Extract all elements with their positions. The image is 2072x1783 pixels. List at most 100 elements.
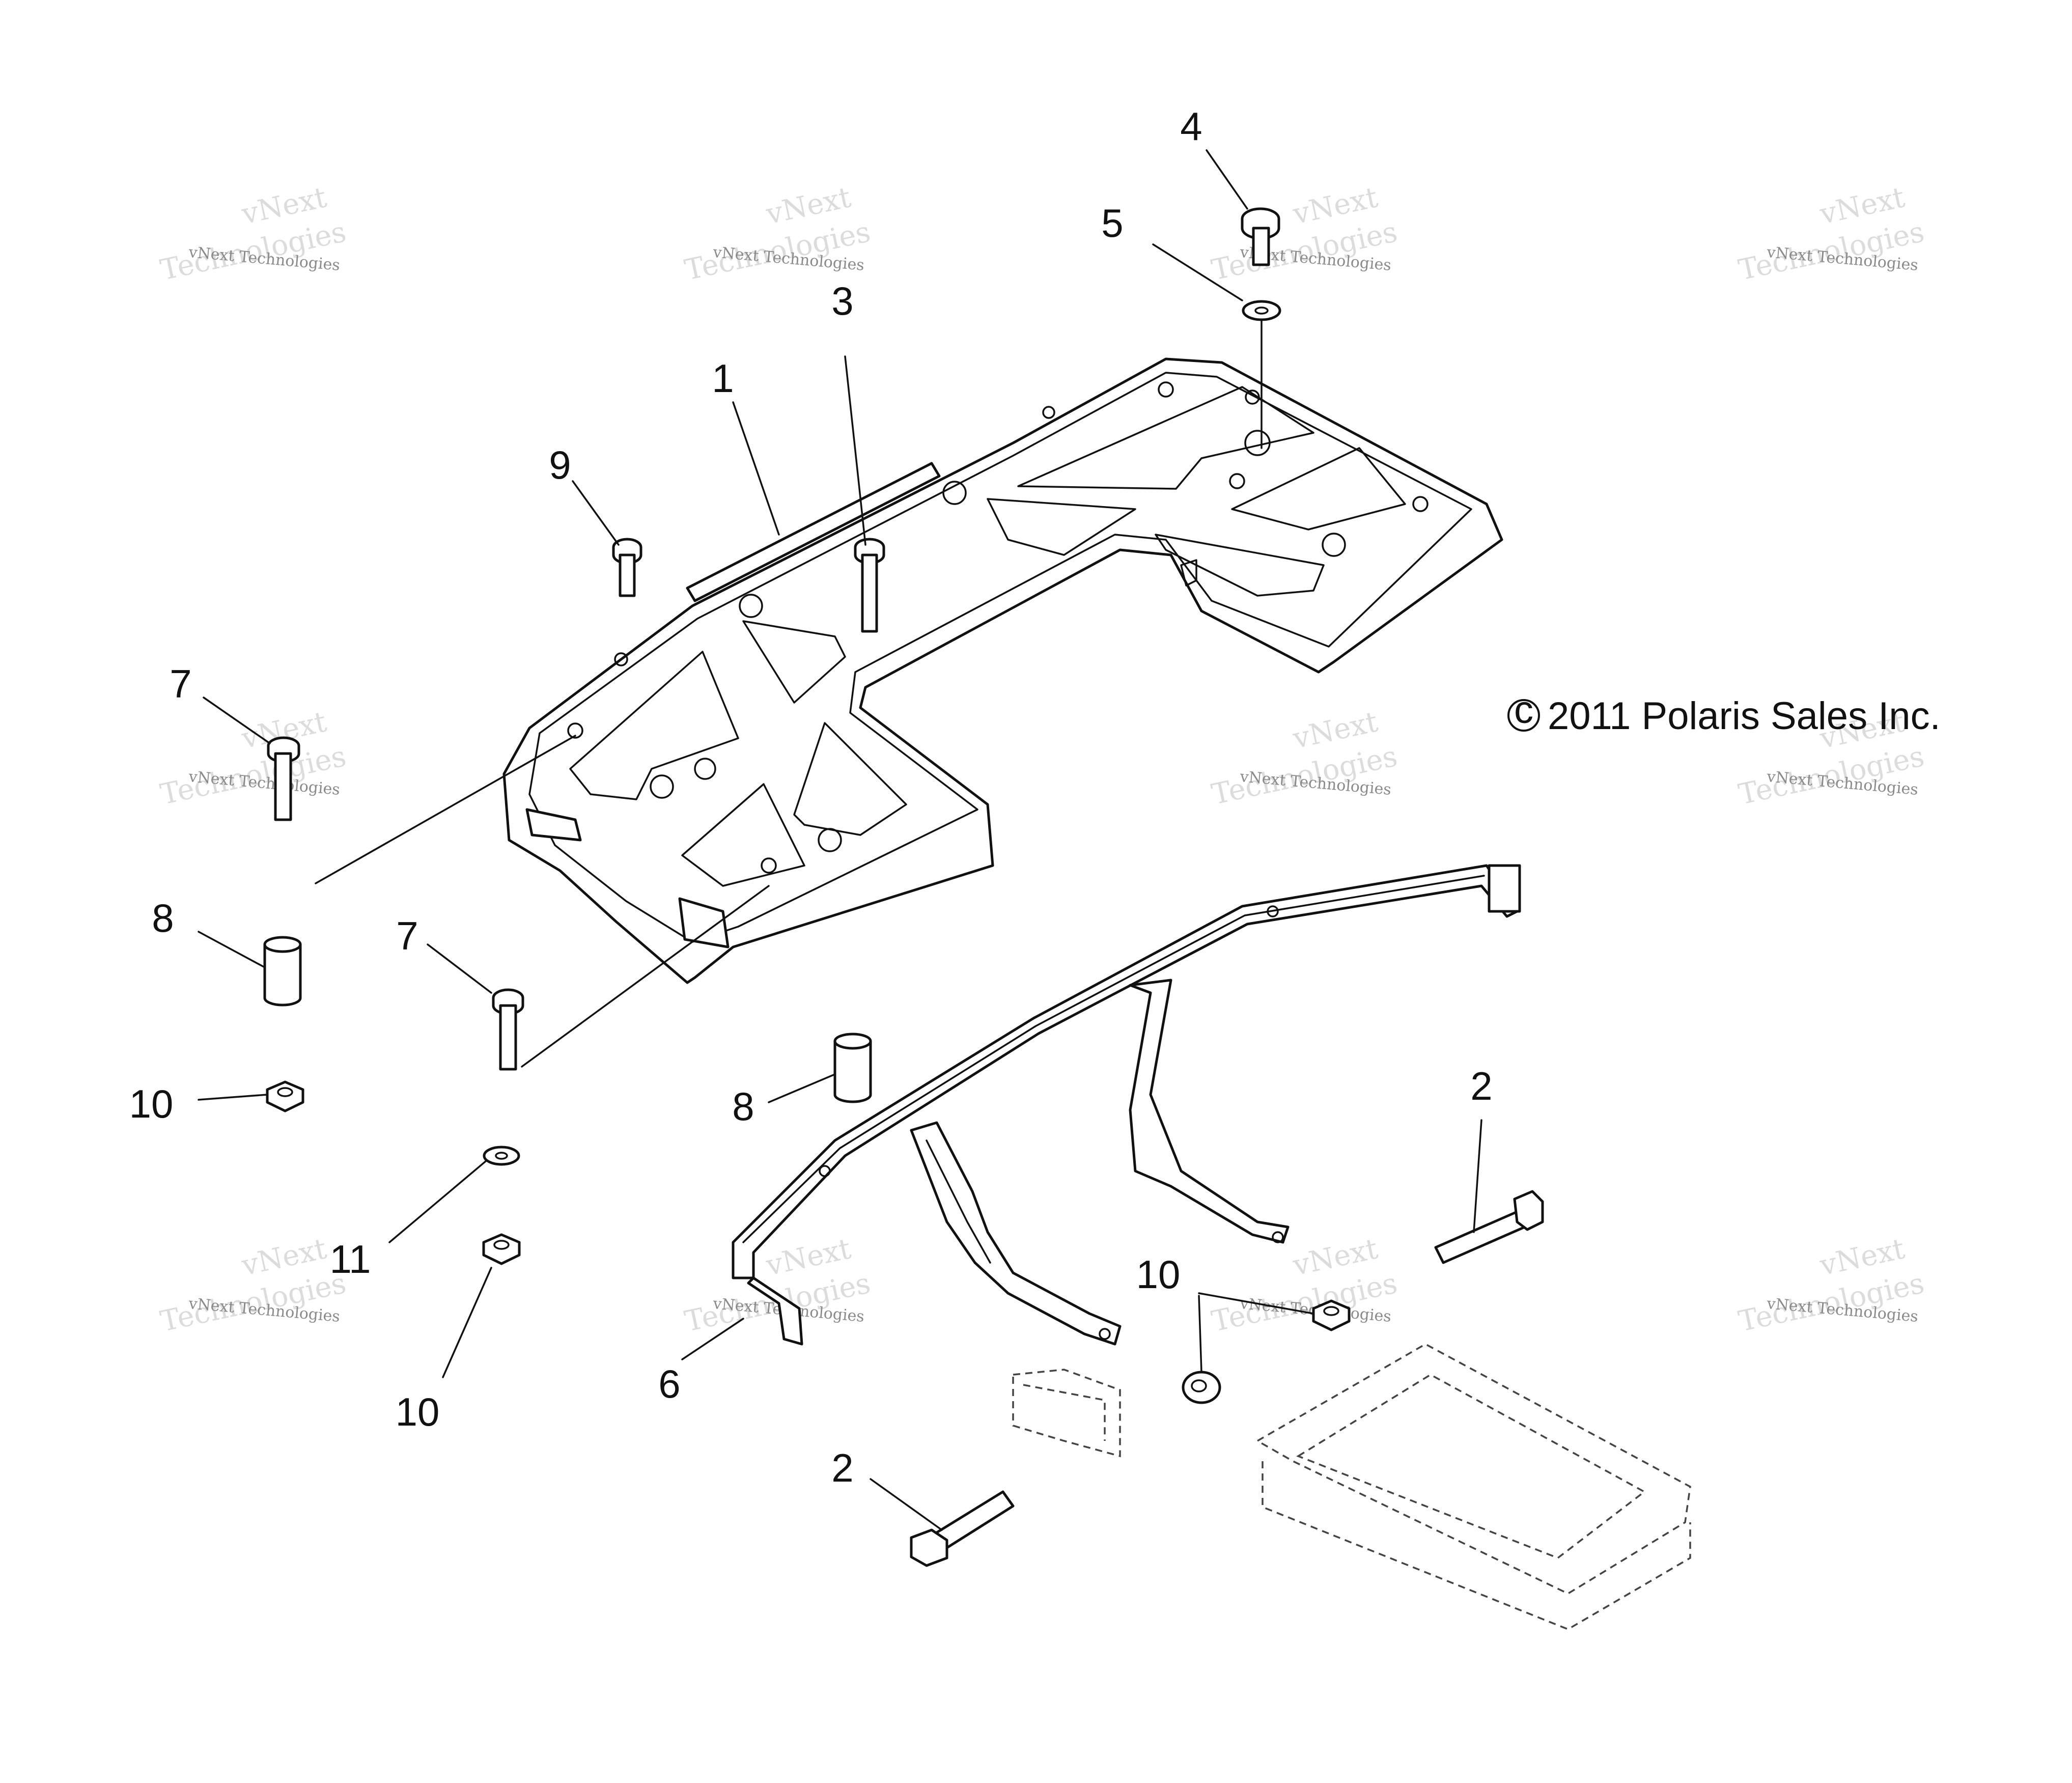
bolt-2-lower-head	[910, 1528, 948, 1567]
watermark-tile: vNext Technologies vNext Technologies	[1209, 1232, 1400, 1339]
bolt-7-lower-shank	[499, 1004, 517, 1071]
leader-1	[732, 401, 780, 536]
rack-hole	[1322, 533, 1346, 557]
leader-10-lower	[442, 1267, 492, 1378]
callout-3: 3	[831, 278, 853, 323]
copyright-notice: c 2011 Polaris Sales Inc.	[1507, 688, 1941, 738]
copyright-symbol-letter: c	[1514, 688, 1533, 732]
leader-6	[681, 1318, 744, 1360]
nut-10-right	[1312, 1299, 1351, 1331]
callout-10-upper: 10	[129, 1081, 174, 1126]
nut-10-lower-hole	[493, 1240, 510, 1250]
bolt-9	[612, 538, 642, 597]
watermark-tile: vNext Technologies vNext Technologies	[1735, 181, 1927, 287]
washer-11	[483, 1146, 520, 1166]
watermark-tile: vNext Technologies vNext Technologies	[1209, 181, 1400, 287]
leader-8-left	[198, 931, 266, 968]
rack-pocket	[987, 498, 1136, 556]
leader-10-right-to-bushing	[1198, 1295, 1202, 1373]
watermark-tile: vNext Technologies vNext Technologies	[682, 181, 873, 287]
watermark-tile: vNext Technologies vNext Technologies	[682, 1232, 873, 1339]
callout-11: 11	[330, 1237, 371, 1281]
bushing	[1182, 1371, 1221, 1404]
bolt-2-lower	[910, 1490, 1015, 1567]
rack-hole	[1229, 473, 1245, 489]
rack-hole	[1245, 389, 1260, 405]
frame-foot-left	[747, 1276, 803, 1346]
frame-main-rail	[732, 864, 1519, 1279]
callout-8-left: 8	[152, 896, 174, 940]
frame-rail-hole	[1267, 905, 1279, 917]
callout-10-lower: 10	[396, 1389, 440, 1434]
watermark-tile: vNext Technologies vNext Technologies	[1735, 1232, 1927, 1339]
leader-10-upper	[198, 1094, 268, 1101]
frame-rail-edge	[742, 875, 1485, 1243]
rack-side-slot	[525, 808, 582, 842]
frame-rail-hole	[819, 1165, 831, 1177]
rack-hole	[1042, 406, 1055, 419]
rack-hole	[694, 758, 716, 780]
rear-rack-rail-strip	[686, 462, 941, 602]
nut-10-lower	[482, 1233, 521, 1265]
nut-10-upper	[266, 1080, 304, 1112]
rack-hole	[650, 774, 674, 799]
nut-10-upper-hole	[277, 1087, 293, 1097]
bolt-2-lower-shank	[935, 1490, 1015, 1549]
bolt-7-upper-shank	[274, 752, 292, 821]
mounting-plate-reference	[1255, 1343, 1691, 1630]
spacer-8-right	[833, 1033, 872, 1103]
rack-hole	[818, 828, 842, 852]
spacer-8-left-body	[263, 943, 302, 1007]
leader-4	[1206, 149, 1248, 210]
rack-support-frame	[732, 864, 1521, 1346]
bolt-2-right	[1434, 1190, 1544, 1264]
watermark-tile: vNext Technologies vNext Technologies	[157, 1232, 349, 1339]
rack-hole	[761, 857, 777, 874]
leader-7-upper	[203, 697, 271, 744]
copyright-symbol-circle	[1507, 699, 1540, 732]
rack-hole	[614, 652, 628, 666]
callout-1: 1	[712, 356, 734, 401]
washer-5-hole	[1254, 307, 1269, 315]
bolt-4	[1241, 207, 1280, 266]
rack-hole	[1158, 381, 1174, 398]
bolt-2-right-head	[1513, 1190, 1544, 1231]
bolt-7-upper	[267, 736, 300, 821]
copyright-text: 2011 Polaris Sales Inc.	[1548, 694, 1941, 738]
leader-8-right	[768, 1073, 836, 1103]
frame-leg-rear	[1129, 979, 1290, 1244]
leader-2-lower	[870, 1478, 943, 1531]
watermark-layer: vNext Technologies vNext Technologies vN…	[157, 181, 1927, 1339]
bracket-reference	[1012, 1369, 1121, 1458]
callout-8-right: 8	[732, 1084, 754, 1129]
leader-2-right	[1473, 1119, 1482, 1233]
bolt-3-shank	[861, 553, 878, 633]
bolt-9-shank	[619, 553, 636, 597]
bracket-outline	[1012, 1369, 1121, 1458]
leader-7-lower-to-rack	[521, 885, 770, 1068]
spacer-8-left	[263, 936, 302, 1007]
bolt-3	[854, 538, 885, 633]
watermark-tile: vNext Technologies vNext Technologies	[157, 705, 349, 812]
nut-10-right-hole	[1323, 1306, 1339, 1316]
callout-labels: 1 2 2 3 4 5 6 7 7 8 8 9 10 10 10 11	[129, 104, 1493, 1490]
bracket-inner	[1023, 1384, 1106, 1441]
watermark-tile: vNext Technologies vNext Technologies	[157, 181, 349, 287]
watermark-tile: vNext Technologies vNext Technologies	[1209, 705, 1400, 812]
plate-inner	[1296, 1373, 1646, 1559]
leader-9	[572, 480, 620, 546]
leader-11	[388, 1160, 487, 1243]
plate-outline	[1255, 1343, 1691, 1595]
washer-11-hole	[495, 1152, 508, 1160]
rear-rack-rim	[528, 372, 1472, 943]
plate-side	[1262, 1461, 1691, 1630]
rack-hole	[1412, 496, 1429, 512]
washer-5	[1242, 300, 1281, 321]
callout-4: 4	[1180, 104, 1202, 149]
washer-11-body	[483, 1146, 520, 1166]
leader-3	[844, 355, 866, 546]
bolt-2-right-shank	[1434, 1210, 1526, 1264]
rack-pocket	[742, 620, 846, 704]
rack-pocket	[1017, 386, 1314, 490]
